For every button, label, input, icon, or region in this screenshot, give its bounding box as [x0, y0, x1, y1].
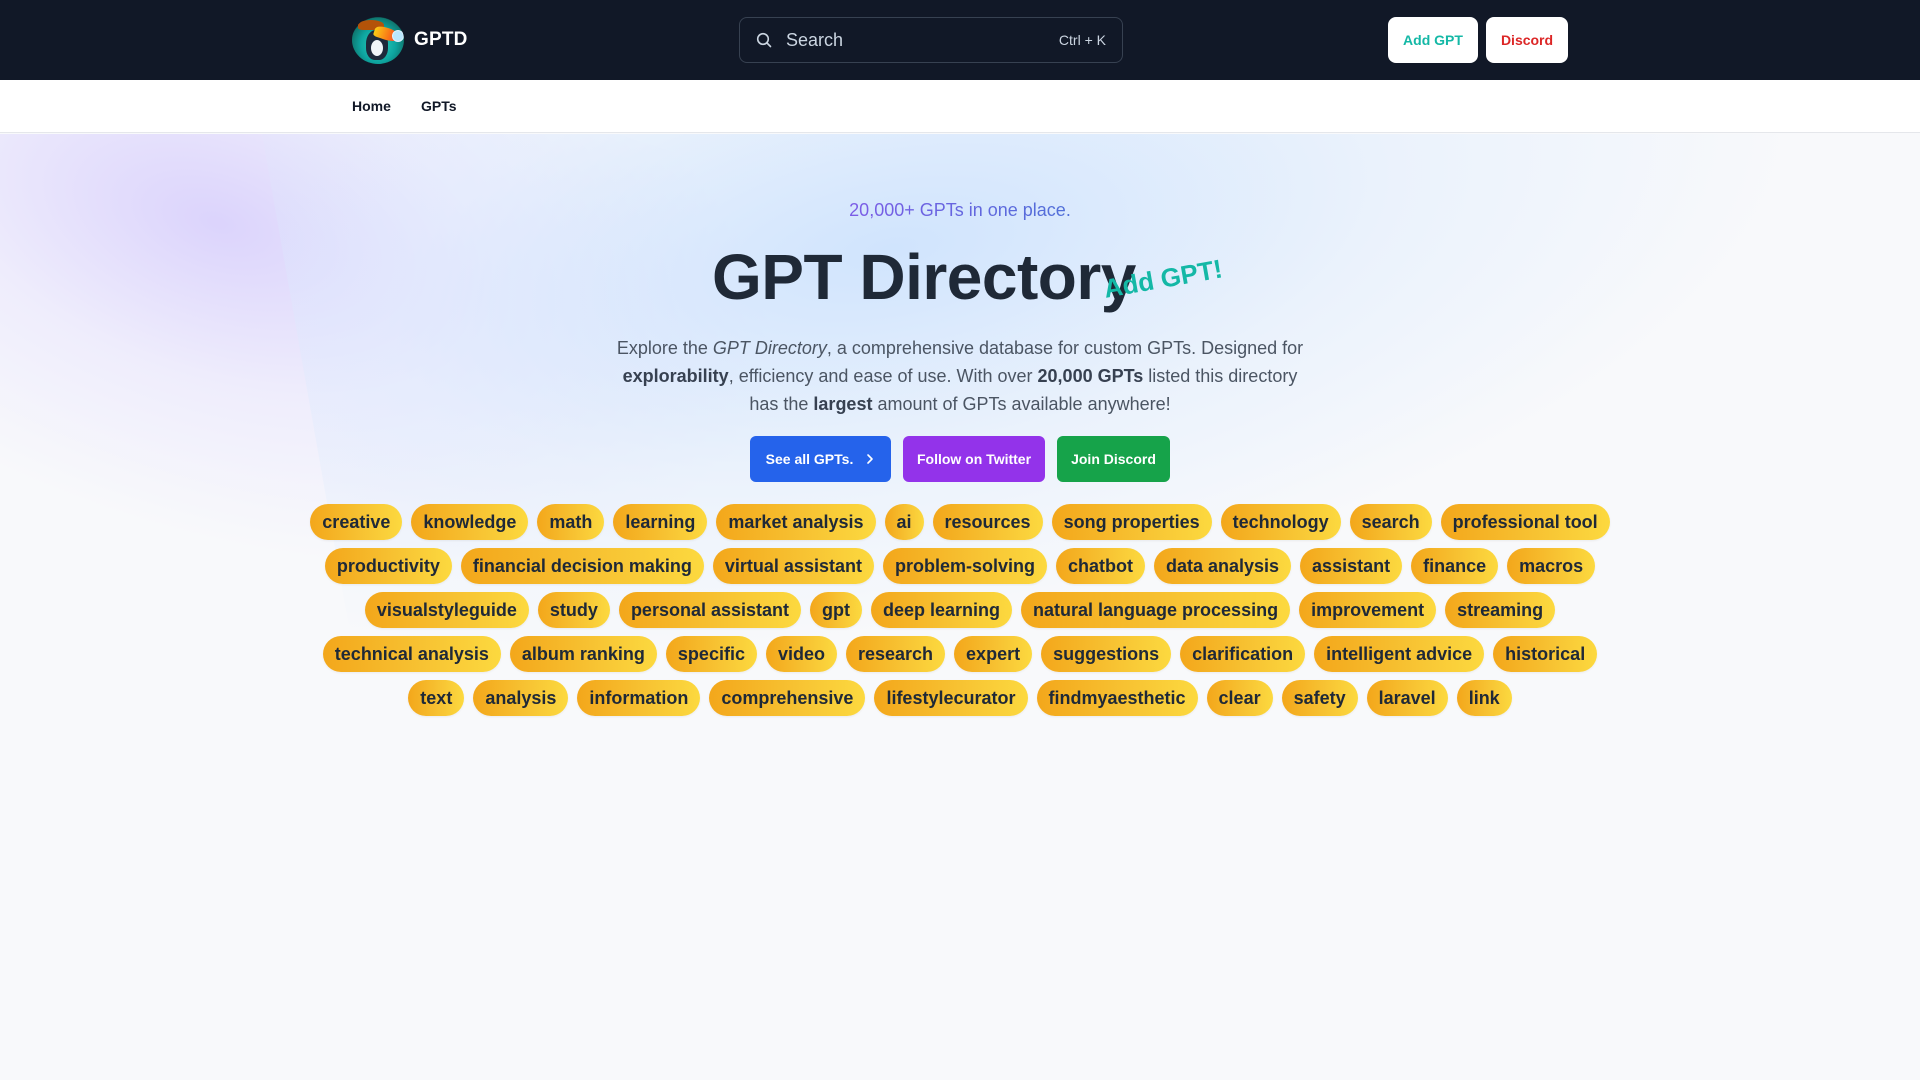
tag-pill[interactable]: market analysis	[716, 504, 876, 540]
tag-pill[interactable]: deep learning	[870, 592, 1013, 628]
tag-pill[interactable]: chatbot	[1055, 548, 1145, 584]
tag-pill[interactable]: ai	[884, 504, 924, 540]
tag-pill[interactable]: lifestylecurator	[874, 680, 1028, 716]
tag-pill[interactable]: finance	[1411, 548, 1499, 584]
tag-pill[interactable]: clarification	[1180, 636, 1306, 672]
sub-navigation: Home GPTs	[0, 80, 1920, 133]
nav-gpts-link[interactable]: GPTs	[421, 98, 457, 114]
tag-pill[interactable]: video	[765, 636, 837, 672]
tag-pill[interactable]: personal assistant	[618, 592, 801, 628]
hero-tagline: 20,000+ GPTs in one place.	[0, 200, 1920, 221]
follow-twitter-button[interactable]: Follow on Twitter	[903, 436, 1045, 482]
tag-pill[interactable]: professional tool	[1440, 504, 1610, 540]
tag-pill[interactable]: learning	[613, 504, 708, 540]
tag-pill[interactable]: assistant	[1300, 548, 1403, 584]
desc-emphasis: GPT Directory	[712, 338, 827, 358]
tag-pill[interactable]: safety	[1281, 680, 1358, 716]
tag-pill[interactable]: technology	[1220, 504, 1341, 540]
desc-text: , efficiency and ease of use. With over	[728, 366, 1038, 386]
tag-pill[interactable]: findmyaesthetic	[1036, 680, 1198, 716]
tag-pill[interactable]: specific	[665, 636, 757, 672]
tag-pill[interactable]: visualstyleguide	[364, 592, 529, 628]
hero-description: Explore the GPT Directory, a comprehensi…	[610, 334, 1310, 418]
desc-bold: 20,000 GPTs	[1037, 366, 1144, 386]
tag-pill[interactable]: intelligent advice	[1314, 636, 1485, 672]
tag-pill[interactable]: streaming	[1445, 592, 1556, 628]
desc-text: amount of GPTs available anywhere!	[872, 394, 1171, 414]
tag-pill[interactable]: knowledge	[411, 504, 529, 540]
tag-pill[interactable]: productivity	[324, 548, 452, 584]
tag-pill[interactable]: macros	[1507, 548, 1596, 584]
tag-pill[interactable]: math	[537, 504, 605, 540]
tag-pill[interactable]: gpt	[810, 592, 862, 628]
see-all-gpts-button[interactable]: See all GPTs.	[750, 436, 891, 482]
tag-pill[interactable]: natural language processing	[1021, 592, 1291, 628]
desc-bold: explorability	[622, 366, 729, 386]
tag-pill[interactable]: laravel	[1366, 680, 1448, 716]
tag-pill[interactable]: clear	[1206, 680, 1273, 716]
see-all-gpts-label: See all GPTs.	[765, 451, 854, 467]
hero-section: 20,000+ GPTs in one place. GPT Directory…	[0, 134, 1920, 1080]
search-input[interactable]: Search Ctrl + K	[739, 17, 1123, 63]
tag-pill[interactable]: suggestions	[1041, 636, 1172, 672]
tag-pill[interactable]: comprehensive	[709, 680, 866, 716]
desc-text: , a comprehensive database for custom GP…	[826, 338, 1304, 358]
tag-pill[interactable]: creative	[310, 504, 403, 540]
chevron-right-icon	[867, 454, 874, 464]
search-placeholder: Search	[786, 29, 844, 50]
page-title: GPT Directory	[712, 241, 1136, 313]
tag-pill[interactable]: expert	[954, 636, 1033, 672]
brand-home-link[interactable]: GPTD	[352, 16, 468, 64]
add-gpt-button[interactable]: Add GPT	[1388, 17, 1478, 63]
tag-pill[interactable]: study	[537, 592, 610, 628]
tag-pill[interactable]: technical analysis	[322, 636, 501, 672]
brand-name: GPTD	[414, 29, 468, 50]
tag-pill[interactable]: search	[1349, 504, 1432, 540]
desc-text: Explore the	[616, 338, 713, 358]
tag-pill[interactable]: song properties	[1051, 504, 1212, 540]
tag-pill[interactable]: financial decision making	[460, 548, 704, 584]
tag-pill[interactable]: text	[408, 680, 465, 716]
tag-pill[interactable]: album ranking	[509, 636, 657, 672]
tag-pill[interactable]: problem-solving	[882, 548, 1047, 584]
tag-pill[interactable]: link	[1456, 680, 1512, 716]
tag-pill[interactable]: historical	[1493, 636, 1598, 672]
tag-pill[interactable]: improvement	[1299, 592, 1437, 628]
search-icon	[756, 32, 772, 48]
join-discord-button[interactable]: Join Discord	[1057, 436, 1170, 482]
tag-pill[interactable]: virtual assistant	[712, 548, 874, 584]
tag-pill[interactable]: information	[577, 680, 701, 716]
tag-pill[interactable]: analysis	[473, 680, 569, 716]
desc-bold: largest	[813, 394, 873, 414]
tag-pill[interactable]: resources	[932, 504, 1043, 540]
discord-button[interactable]: Discord	[1486, 17, 1568, 63]
hero-tagline-text: 20,000+ GPTs in one place.	[849, 200, 1071, 220]
tag-pill[interactable]: research	[845, 636, 946, 672]
tag-pill[interactable]: data analysis	[1153, 548, 1292, 584]
search-shortcut-hint: Ctrl + K	[1058, 32, 1106, 48]
desc-text: listed this directory has the	[749, 366, 1298, 414]
nav-home-link[interactable]: Home	[352, 98, 391, 114]
toucan-logo-icon	[352, 16, 404, 64]
top-header: GPTD Search Ctrl + K Add GPT Discord	[0, 0, 1920, 80]
